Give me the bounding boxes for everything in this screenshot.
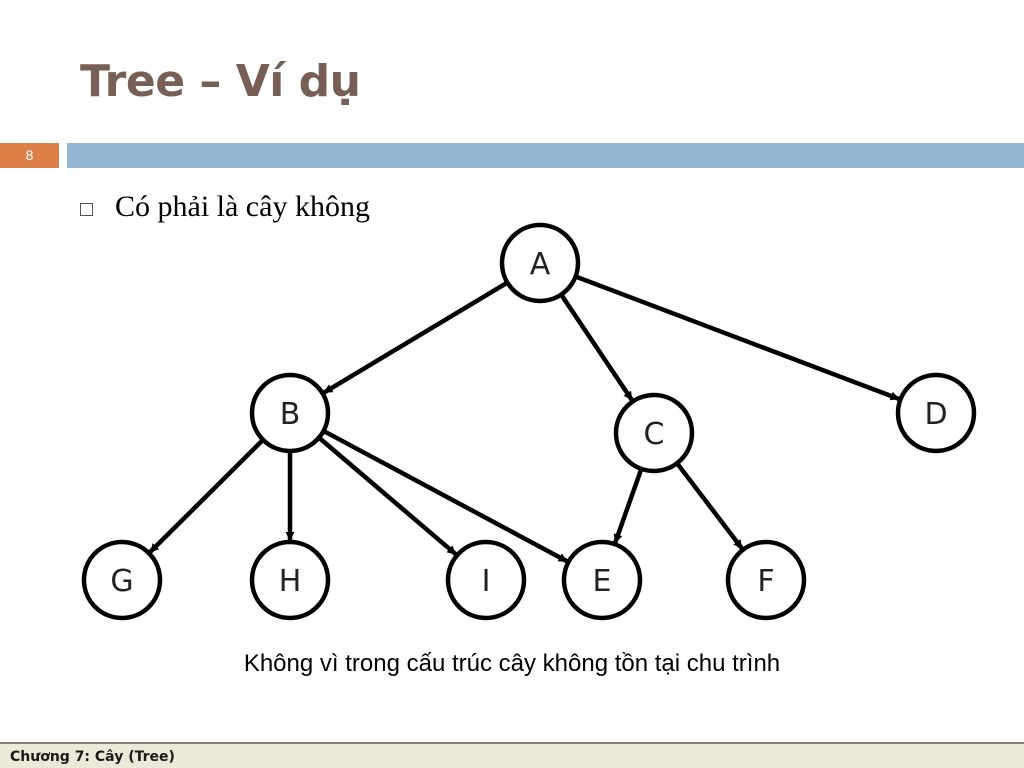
footer-chapter: Chương 7: Cây (Tree) — [10, 749, 175, 765]
node-label: D — [924, 397, 947, 432]
edge-b-g — [148, 438, 265, 555]
node-g: G — [81, 539, 163, 621]
node-b: B — [249, 372, 331, 454]
node-label: B — [280, 397, 301, 432]
footer-bar: Chương 7: Cây (Tree) — [0, 742, 1024, 768]
node-label: F — [757, 564, 774, 599]
node-label: C — [644, 417, 665, 452]
edge-a-c — [559, 293, 635, 402]
slide-number: 8 — [0, 143, 59, 168]
node-circle — [249, 372, 331, 454]
header-bar — [67, 143, 1024, 168]
square-bullet-icon — [80, 202, 93, 216]
edge-a-d — [574, 274, 901, 402]
node-circle — [445, 539, 527, 621]
node-label: E — [593, 564, 612, 599]
node-circle — [81, 539, 163, 621]
node-label: I — [482, 564, 491, 599]
bullet-text: Có phải là cây không — [115, 190, 370, 223]
edge-a-b — [322, 280, 509, 395]
edge-c-f — [675, 461, 745, 551]
edge-b-e — [322, 428, 569, 564]
answer-caption: Không vì trong cấu trúc cây không tồn tạ… — [243, 650, 781, 677]
node-circle — [561, 539, 643, 621]
node-circle — [613, 392, 695, 474]
node-circle — [895, 372, 977, 454]
node-circle — [725, 539, 807, 621]
node-circle — [249, 539, 331, 621]
bullet-item: Có phải là cây không — [80, 190, 370, 224]
node-h: H — [249, 539, 331, 621]
node-i: I — [445, 539, 527, 621]
node-f: F — [725, 539, 807, 621]
node-label: H — [279, 564, 302, 599]
node-c: C — [613, 392, 695, 474]
node-d: D — [895, 372, 977, 454]
node-label: A — [530, 247, 551, 282]
node-label: G — [110, 564, 133, 599]
node-circle — [499, 222, 581, 304]
slide-title: Tree – Ví dụ — [80, 56, 361, 107]
edge-c-e — [612, 468, 644, 544]
edge-b-i — [317, 435, 458, 557]
node-e: E — [561, 539, 643, 621]
node-a: A — [499, 222, 581, 304]
